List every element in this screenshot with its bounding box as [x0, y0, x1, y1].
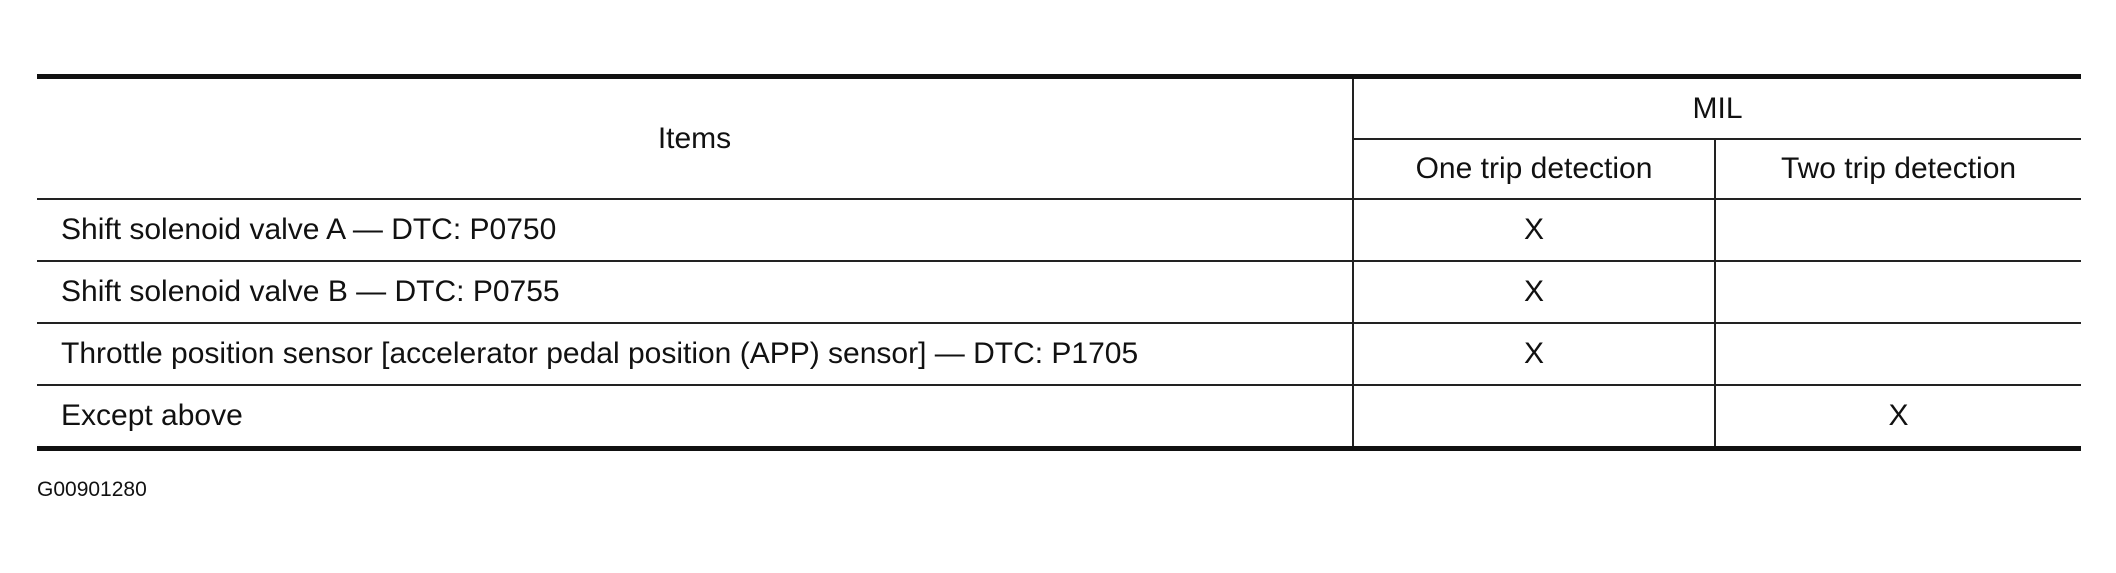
items-header: Items [37, 76, 1354, 200]
mil-detection-table: Items MIL One trip detection Two trip de… [37, 74, 2082, 451]
mil-header: MIL [1353, 76, 2082, 140]
table-row: Shift solenoid valve A — DTC: P0750 X [37, 199, 2082, 262]
two-trip-cell [1715, 323, 2082, 386]
item-cell: Throttle position sensor [accelerator pe… [37, 323, 1354, 386]
item-cell: Except above [37, 385, 1354, 449]
table-row: Shift solenoid valve B — DTC: P0755 X [37, 261, 2082, 324]
two-trip-cell: X [1888, 399, 1909, 432]
header-row-top: Items MIL [37, 76, 2082, 200]
one-trip-cell: X [1353, 323, 1716, 386]
header-row-sub: One trip detection Two trip detection [37, 139, 2082, 200]
two-trip-cell [1715, 199, 2082, 262]
table-row: Except above X [37, 385, 2081, 449]
table-row: Throttle position sensor [accelerator pe… [37, 323, 2082, 386]
one-trip-cell: X [1353, 261, 1716, 324]
item-cell: Shift solenoid valve B — DTC: P0755 [37, 261, 1354, 324]
two-trip-cell [1715, 261, 2082, 324]
figure-code: G00901280 [37, 478, 147, 501]
one-trip-cell: X [1353, 199, 1716, 262]
one-trip-cell [1353, 385, 1716, 449]
one-trip-header: One trip detection [1353, 139, 1716, 200]
two-trip-header: Two trip detection [1715, 139, 2082, 200]
item-cell: Shift solenoid valve A — DTC: P0750 [37, 199, 1354, 262]
